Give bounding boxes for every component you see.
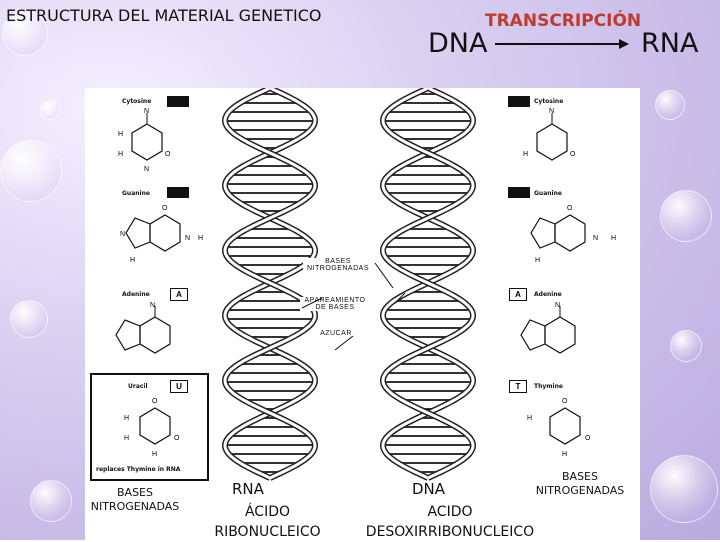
svg-text:O: O: [562, 398, 568, 405]
rna-full-name: ÁCIDO RIBONUCLEICO: [214, 504, 321, 540]
svg-text:H: H: [611, 235, 616, 242]
dna-full-name: ACIDO DESOXIRRIBONUCLEICO: [365, 504, 535, 540]
cytosine-structure-left: N H H O N: [118, 108, 171, 173]
svg-text:N: N: [549, 108, 554, 115]
cytosine-label-left: Cytosine: [122, 98, 152, 105]
process-label: TRANSCRIPCIÓN: [485, 11, 642, 31]
bubble-decoration: [40, 100, 60, 120]
svg-text:N: N: [555, 302, 560, 309]
bases-label-left: BASES NITROGENADAS: [90, 486, 180, 513]
svg-text:H: H: [124, 435, 129, 442]
slide-title: ESTRUCTURA DEL MATERIAL GENETICO: [6, 6, 322, 25]
dna-heading: DNA: [428, 28, 488, 59]
guanine-color-key-left: [167, 187, 189, 198]
svg-text:N: N: [144, 166, 149, 173]
svg-text:O: O: [585, 435, 591, 442]
adenine-code-left: A: [170, 288, 188, 301]
guanine-label-right: Guanine: [534, 190, 562, 197]
rna-title: RNA: [232, 480, 264, 498]
dna-title: DNA: [412, 480, 446, 498]
bubble-decoration: [670, 330, 702, 362]
rna-heading: RNA: [641, 28, 699, 59]
svg-text:H: H: [527, 415, 532, 422]
svg-text:H: H: [562, 451, 567, 458]
guanine-color-key-right: [508, 187, 530, 198]
dna-helix-illustration: [221, 88, 477, 481]
guanine-label-left: Guanine: [122, 190, 150, 197]
svg-text:H: H: [523, 151, 528, 158]
guanine-structure-right: O N H H: [530, 205, 616, 264]
bubble-decoration: [655, 90, 685, 120]
svg-text:H: H: [130, 257, 135, 264]
svg-text:H: H: [535, 257, 540, 264]
svg-text:N: N: [185, 235, 190, 242]
svg-text:H: H: [152, 451, 157, 458]
bases-label-center: BASES NITROGENADAS: [303, 258, 373, 272]
dna-helix: [379, 88, 477, 481]
bases-label-right: BASES NITROGENADAS: [535, 470, 625, 497]
adenine-label-right: Adenine: [534, 291, 562, 298]
svg-text:H: H: [118, 131, 123, 138]
svg-text:N: N: [144, 108, 149, 115]
svg-text:H: H: [124, 415, 129, 422]
uracil-note: replaces Thymine in RNA: [96, 466, 181, 473]
cytosine-structure-right: N O H: [523, 108, 576, 161]
guanine-structure-left: O N H N H: [120, 205, 203, 264]
svg-text:H: H: [118, 151, 123, 158]
bubble-decoration: [10, 300, 48, 338]
uracil-structure: O H H O H: [124, 398, 180, 458]
transcription-arrow: [495, 39, 629, 49]
thymine-label: Thymine: [534, 383, 563, 390]
cytosine-color-key-left: [167, 96, 189, 107]
svg-text:N: N: [150, 302, 155, 309]
uracil-label: Uracil: [128, 383, 148, 390]
rna-helix: [221, 88, 319, 481]
adenine-structure-left: N: [115, 302, 171, 354]
uracil-box: [90, 373, 209, 481]
svg-text:H: H: [198, 235, 203, 242]
bubble-decoration: [650, 455, 718, 523]
adenine-code-right: A: [509, 288, 527, 301]
svg-text:N: N: [593, 235, 598, 242]
bubble-decoration: [2, 10, 48, 56]
thymine-code: T: [509, 380, 527, 393]
helix-strand: [223, 88, 317, 480]
bubble-decoration: [0, 140, 62, 202]
cytosine-color-key-right: [508, 96, 530, 107]
svg-text:O: O: [567, 205, 573, 212]
label-pointers: [301, 262, 406, 351]
sugar-label-center: AZUCAR: [318, 330, 354, 337]
uracil-code: U: [170, 380, 188, 393]
svg-text:O: O: [152, 398, 158, 405]
bubble-decoration: [30, 480, 72, 522]
helix-strand: [381, 88, 475, 480]
svg-text:O: O: [174, 435, 180, 442]
bubble-decoration: [660, 190, 712, 242]
adenine-label-left: Adenine: [122, 291, 150, 298]
svg-text:O: O: [162, 205, 168, 212]
adenine-structure-right: N: [520, 302, 576, 354]
cytosine-label-right: Cytosine: [534, 98, 564, 105]
svg-text:N: N: [120, 231, 125, 238]
thymine-structure: O H O H: [527, 398, 591, 458]
svg-text:O: O: [570, 151, 576, 158]
svg-text:O: O: [165, 151, 171, 158]
